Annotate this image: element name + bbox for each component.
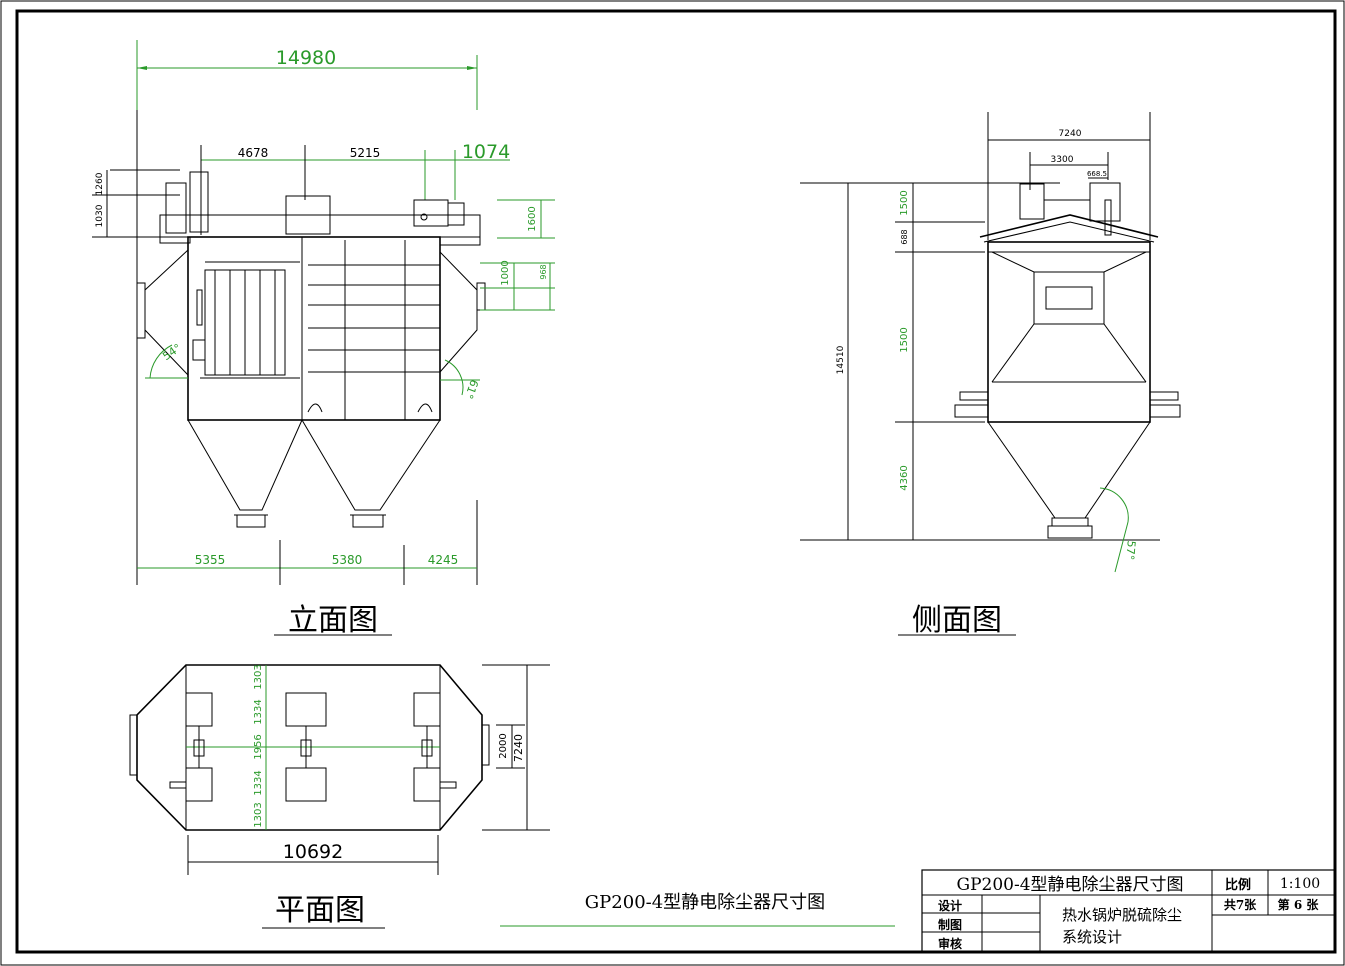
tb-scale-value: 1:100 — [1280, 876, 1320, 892]
side-dim-w2: 3300 — [1051, 155, 1074, 165]
dim-h4: 1000 — [500, 260, 511, 285]
dim-ang2: 61° — [462, 378, 481, 401]
title-block: GP200-4型静电除尘器尺寸图 比例 1:100 共7张 第 6 张 设计 制… — [921, 869, 1336, 953]
dim-overall: 14980 — [276, 47, 336, 69]
tb-review: 审核 — [938, 936, 962, 951]
dim-ang1: 54° — [160, 341, 183, 363]
dim-seg1: 4678 — [238, 146, 269, 160]
dim-h2: 1030 — [95, 204, 105, 227]
dim-seg2: 5215 — [350, 146, 381, 160]
side-dim-w3: 668.5 — [1087, 170, 1107, 178]
plan-dim-v4: 1334 — [253, 770, 264, 795]
side-casing — [987, 241, 1151, 423]
tb-drawing: 制图 — [938, 917, 962, 932]
plan-dim-width: 10692 — [283, 841, 343, 863]
tb-design: 设计 — [938, 898, 962, 913]
dim-b1: 5355 — [195, 553, 226, 567]
plan-dim-v2: 1334 — [253, 699, 264, 724]
elevation-title: 立面图 — [288, 603, 378, 638]
plan-view: 1303 1334 1956 1334 1303 2000 7240 10692 — [129, 664, 550, 929]
drawing-caption: GP200-4型静电除尘器尺寸图 — [585, 892, 825, 913]
tb-sheet-no: 第 6 张 — [1278, 897, 1320, 912]
side-dim-w: 7240 — [1059, 129, 1082, 139]
tb-project-line2: 系统设计 — [1062, 928, 1122, 946]
plan-dim-r1: 2000 — [498, 733, 509, 758]
side-view: 7240 3300 668.5 14510 1500 688 1500 4360 — [800, 112, 1181, 638]
tb-total-sheets: 共7张 — [1224, 897, 1257, 912]
plan-dim-r2: 7240 — [512, 734, 525, 762]
side-dim-s3: 1500 — [899, 327, 910, 352]
inner-border — [15, 9, 1337, 954]
side-dim-s4: 4360 — [899, 465, 910, 490]
plan-dim-v1: 1303 — [253, 664, 264, 689]
dim-h5: 968 — [539, 264, 548, 279]
side-dim-s2: 688 — [900, 229, 909, 244]
side-dim-s1: 1500 — [899, 190, 910, 215]
side-dim-total: 14510 — [836, 345, 846, 374]
tb-name: GP200-4型静电除尘器尺寸图 — [956, 875, 1183, 895]
dim-b3: 4245 — [428, 553, 459, 567]
side-dim-ang: 57° — [1123, 540, 1138, 561]
elevation-view: 14980 4678 5215 1074 1260 1030 — [92, 40, 555, 638]
tb-project-line1: 热水锅炉脱硫除尘 — [1062, 906, 1182, 924]
side-title: 侧面图 — [912, 603, 1002, 638]
plan-dim-v3: 1956 — [253, 734, 264, 759]
dim-h1: 1260 — [95, 172, 105, 195]
dim-seg3: 1074 — [462, 141, 510, 163]
tb-scale-label: 比例 — [1225, 877, 1251, 893]
dim-h3: 1600 — [527, 206, 538, 231]
plan-title: 平面图 — [275, 893, 365, 928]
dim-b2: 5380 — [332, 553, 363, 567]
plan-dim-v5: 1303 — [253, 802, 264, 827]
